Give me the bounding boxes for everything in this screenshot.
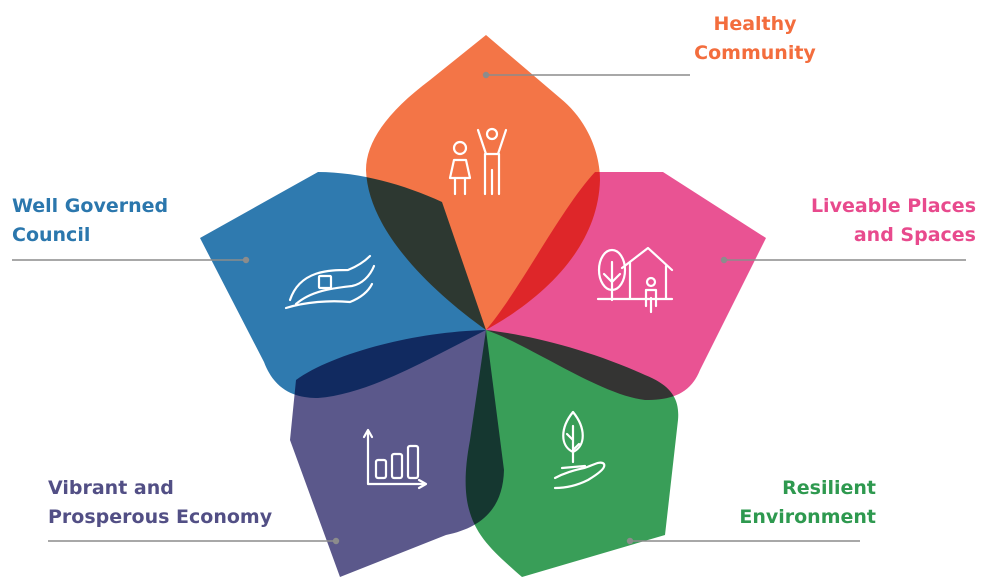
petal-healthy-community [366,35,600,330]
label-liveable-line1: Liveable Places [810,195,976,217]
label-resilient-line2: Environment [739,506,876,528]
label-well-governed-council: Well Governed Council [12,192,168,250]
label-healthy-line2: Community [694,42,816,64]
label-liveable-line2: and Spaces [853,224,976,246]
label-vibrant-line2: Prosperous Economy [48,506,273,528]
label-healthy-line1: Healthy [713,13,797,35]
banner-ribbon-icon [284,254,376,310]
plant-in-hand-icon [553,410,606,490]
label-resilient-line1: Resilient [782,477,876,499]
label-vibrant-prosperous-economy: Vibrant and Prosperous Economy [48,474,272,532]
house-tree-icon [596,246,674,314]
label-healthy-community: Healthy Community [690,10,820,68]
bar-chart-icon [362,428,428,490]
family-icon [448,127,508,196]
label-resilient-environment: Resilient Environment [739,474,876,532]
label-governed-line2: Council [12,224,91,246]
label-liveable-places-spaces: Liveable Places and Spaces [811,192,976,250]
label-governed-line1: Well Governed [12,195,169,217]
label-vibrant-line1: Vibrant and [48,477,174,499]
leader-lines [12,71,966,545]
